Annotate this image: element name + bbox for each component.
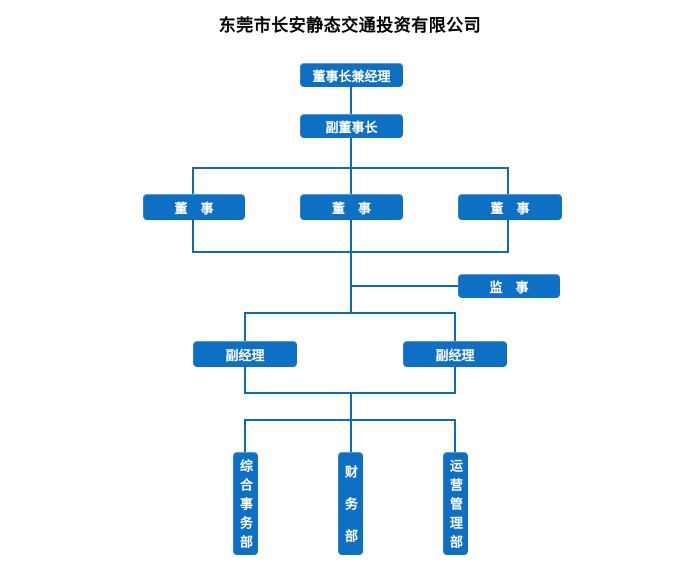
connector-line [244,312,456,314]
org-node-label: 综合事务部 [238,459,253,554]
org-node-label: 董事长兼经理 [312,68,391,84]
connector-line [454,367,456,394]
org-node-director-1: 董 事 [143,194,245,220]
org-node-label: 副董事长 [325,119,378,135]
connector-line [350,419,352,453]
org-node-label: 财务部 [343,465,358,561]
connector-line [350,392,352,421]
org-node-chairman-gm: 董事长兼经理 [300,63,403,87]
connector-line [350,285,460,287]
connector-line [454,419,456,453]
org-node-vice-chairman: 副董事长 [300,114,403,138]
connector-line [350,251,352,314]
org-node-label: 副经理 [225,347,265,363]
connector-line [454,312,456,341]
org-node-director-2: 董 事 [300,194,403,220]
connector-line [350,86,352,116]
org-node-label: 监 事 [489,279,529,295]
org-node-label: 副经理 [435,347,475,363]
org-node-label: 运营管理部 [448,459,463,554]
org-node-label: 董 事 [490,200,530,216]
org-node-deputy-manager-1: 副经理 [193,341,297,367]
connector-line [350,137,352,168]
org-node-dept-operations: 运营管理部 [443,452,468,555]
org-node-label: 董 事 [174,200,214,216]
org-node-supervisor: 监 事 [458,274,560,298]
org-node-dept-general-affairs: 综合事务部 [233,452,258,555]
org-node-deputy-manager-2: 副经理 [403,341,507,367]
connector-line [244,419,246,453]
page-title: 东莞市长安静态交通投资有限公司 [218,16,482,35]
connector-line [244,312,246,341]
connector-line [244,367,246,394]
org-node-director-3: 董 事 [458,194,562,220]
org-node-dept-finance: 财务部 [338,452,363,561]
org-node-label: 董 事 [331,200,371,216]
